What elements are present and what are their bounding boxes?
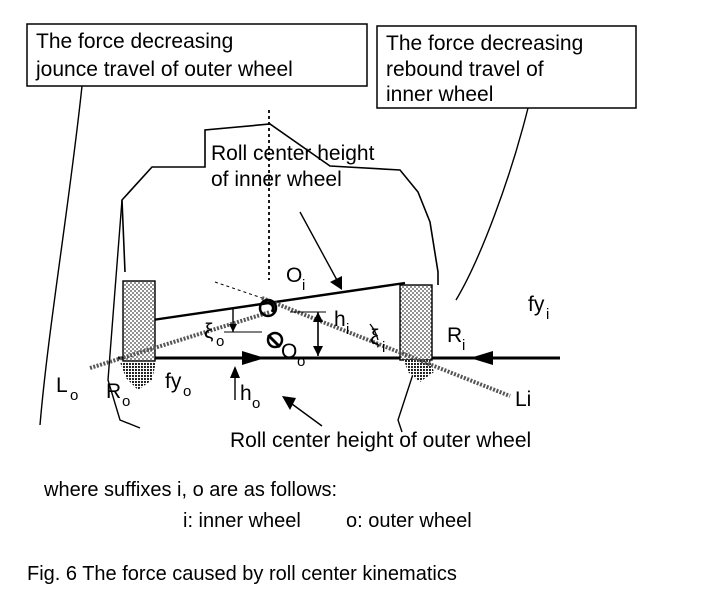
h-i-dimension xyxy=(290,311,326,356)
xi-o-dimension xyxy=(224,308,262,333)
label-O-o-main: O xyxy=(281,340,297,363)
label-O-i-main: O xyxy=(286,264,302,287)
label-xi-o: ξ o xyxy=(204,320,224,350)
label-fy-o-sub: o xyxy=(183,383,191,400)
label-fy-i-sub: i xyxy=(546,306,549,323)
label-h-i: h i xyxy=(334,308,349,338)
label-O-o: O o xyxy=(281,340,305,370)
line-L-i xyxy=(261,296,511,398)
label-R-o-main: R xyxy=(106,380,121,403)
label-R-o-sub: o xyxy=(122,393,130,410)
rc-outer-label: Roll center height of outer wheel xyxy=(230,429,531,452)
leader-rc-outer xyxy=(282,396,323,427)
label-O-i: O i xyxy=(286,264,305,294)
callout-inner-force-box xyxy=(376,25,637,109)
label-R-i: R i xyxy=(447,324,465,354)
label-R-i-sub: i xyxy=(462,337,465,354)
roll-center-inner-mark xyxy=(258,298,278,318)
label-O-o-sub: o xyxy=(297,353,305,370)
label-xi-i-main: ξ xyxy=(370,326,379,349)
callout-outer-force-line1: The force decreasing xyxy=(36,30,233,53)
leader-inner-force xyxy=(455,107,529,301)
callout-inner-force: The force decreasing rebound travel of i… xyxy=(376,25,637,109)
label-O-i-sub: i xyxy=(302,277,305,294)
figure-caption: Fig. 6 The force caused by roll center k… xyxy=(27,563,457,585)
outer-tyre-contact xyxy=(120,362,156,390)
label-L-i: Li xyxy=(515,388,531,411)
label-h-i-main: h xyxy=(334,308,346,331)
label-h-o: h o xyxy=(240,382,260,412)
roll-center-outer-mark xyxy=(266,331,284,349)
rc-inner-label-line1: Roll center height xyxy=(211,142,375,165)
label-h-i-sub: i xyxy=(346,321,349,338)
label-L-o-main: L xyxy=(56,374,68,397)
suffix-note-inner: i: inner wheel xyxy=(183,510,301,532)
callout-outer-force-line2: jounce travel of outer wheel xyxy=(35,58,293,81)
label-xi-o-sub: o xyxy=(216,333,224,350)
rc-inner-label-line2: of inner wheel xyxy=(211,168,342,191)
fy-i-arrow xyxy=(470,351,493,365)
label-fy-i: fy i xyxy=(528,293,549,323)
callout-inner-force-line1: The force decreasing xyxy=(386,32,583,55)
callout-outer-force-box xyxy=(26,23,368,87)
label-xi-i-sub: i xyxy=(382,339,385,356)
leader-outer-force xyxy=(39,85,83,426)
suffix-note-outer: o: outer wheel xyxy=(346,510,472,532)
fy-o-arrow xyxy=(242,351,265,365)
label-R-o: R o xyxy=(106,380,130,410)
label-R-i-main: R xyxy=(447,324,462,347)
label-h-o-main: h xyxy=(240,382,252,405)
callout-inner-force-line3: inner wheel xyxy=(386,83,493,106)
leader-rc-inner xyxy=(299,211,342,290)
label-fy-o-main: fy xyxy=(165,370,182,393)
h-o-arrow xyxy=(230,366,240,400)
label-h-o-sub: o xyxy=(252,395,260,412)
suffix-note: where suffixes i, o are as follows: xyxy=(43,479,337,501)
inner-tyre-contact xyxy=(404,360,434,382)
label-fy-o: fy o xyxy=(165,370,191,400)
label-fy-i-main: fy xyxy=(528,293,545,316)
line-L-i-extension xyxy=(214,281,263,299)
callout-inner-force-line2: rebound travel of xyxy=(386,58,544,81)
inner-wheel xyxy=(399,284,433,361)
label-xi-o-main: ξ xyxy=(204,320,213,343)
callout-outer-force: The force decreasing jounce travel of ou… xyxy=(26,23,368,87)
label-L-o: L o xyxy=(56,374,78,404)
label-L-o-sub: o xyxy=(70,387,78,404)
label-xi-i: ξ i xyxy=(370,326,385,356)
xi-i-arc xyxy=(369,323,379,341)
